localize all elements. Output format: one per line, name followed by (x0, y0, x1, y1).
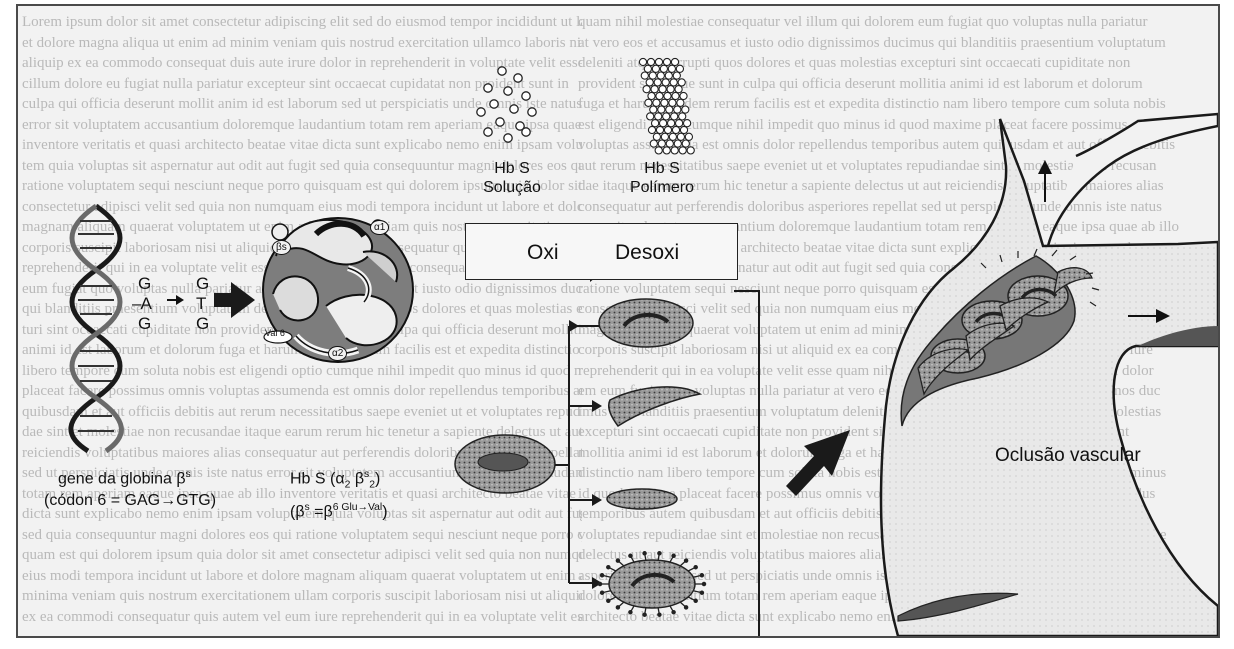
mutation-arrow-icon (167, 295, 184, 305)
base-g4: G (196, 314, 209, 334)
gene-label-line1: gene da globina βs (58, 464, 216, 490)
mark-val6: Val 6 (265, 328, 285, 338)
hb-polymer-line1: Hb S (620, 159, 704, 178)
rbc-spiked-icon (598, 552, 705, 617)
rbc-sickle-icon (609, 387, 700, 426)
gene-label: gene da globina βs (códon 6 = GAG→GTG) (44, 464, 216, 512)
figure-panel: Lorem ipsum dolor sit amet consectetur a… (16, 4, 1220, 638)
hb-polymer-fiber-icon (639, 58, 694, 154)
occlusion-label: Oclusão vascular (995, 445, 1141, 467)
oxi-desoxi-box (465, 223, 738, 280)
hbs-formula: Hb S (α2 βs2) (βs =β6 Glu→Val) (290, 464, 388, 523)
dna-helix-icon (71, 206, 122, 451)
hb-solution-label: Hb S Solução (476, 159, 548, 197)
hb-solution-line1: Hb S (476, 159, 548, 178)
oxi-label: Oxi (527, 241, 559, 265)
rbc-elongated-icon (607, 489, 677, 509)
hb-polymer-line2: Polímero (620, 178, 704, 197)
base-t: T (196, 294, 209, 314)
hbs-protein-icon (263, 218, 413, 362)
base-a: –A (132, 294, 152, 314)
block-arrow-icon (214, 282, 255, 318)
mutation-original-bases: G –A G (132, 274, 152, 334)
mark-beta-s: βs (272, 240, 291, 255)
hb-solution-dots-icon (477, 67, 536, 142)
base-g2: G (138, 314, 152, 334)
occlusion-arrow-icon (786, 430, 850, 496)
hb-solution-line2: Solução (476, 178, 548, 197)
flow-arrow-up-icon (1038, 160, 1052, 202)
branch-lines (569, 326, 600, 583)
rbc-oval-icon (599, 299, 693, 347)
desoxi-label: Desoxi (615, 241, 679, 265)
normal-rbc-icon (455, 435, 555, 493)
hb-polymer-label: Hb S Polímero (620, 159, 704, 197)
branch-connector (555, 326, 569, 583)
cells-bracket (734, 291, 759, 636)
hbs-formula-line1: Hb S (α2 βs2) (290, 464, 388, 497)
base-g3: G (196, 274, 209, 294)
hbs-formula-line2: (βs =β6 Glu→Val) (290, 497, 388, 523)
base-g1: G (138, 274, 152, 294)
branch-arrows (569, 320, 602, 589)
mutation-mutant-bases: G T G (196, 274, 209, 334)
gene-label-line2: (códon 6 = GAG→GTG) (44, 490, 216, 512)
